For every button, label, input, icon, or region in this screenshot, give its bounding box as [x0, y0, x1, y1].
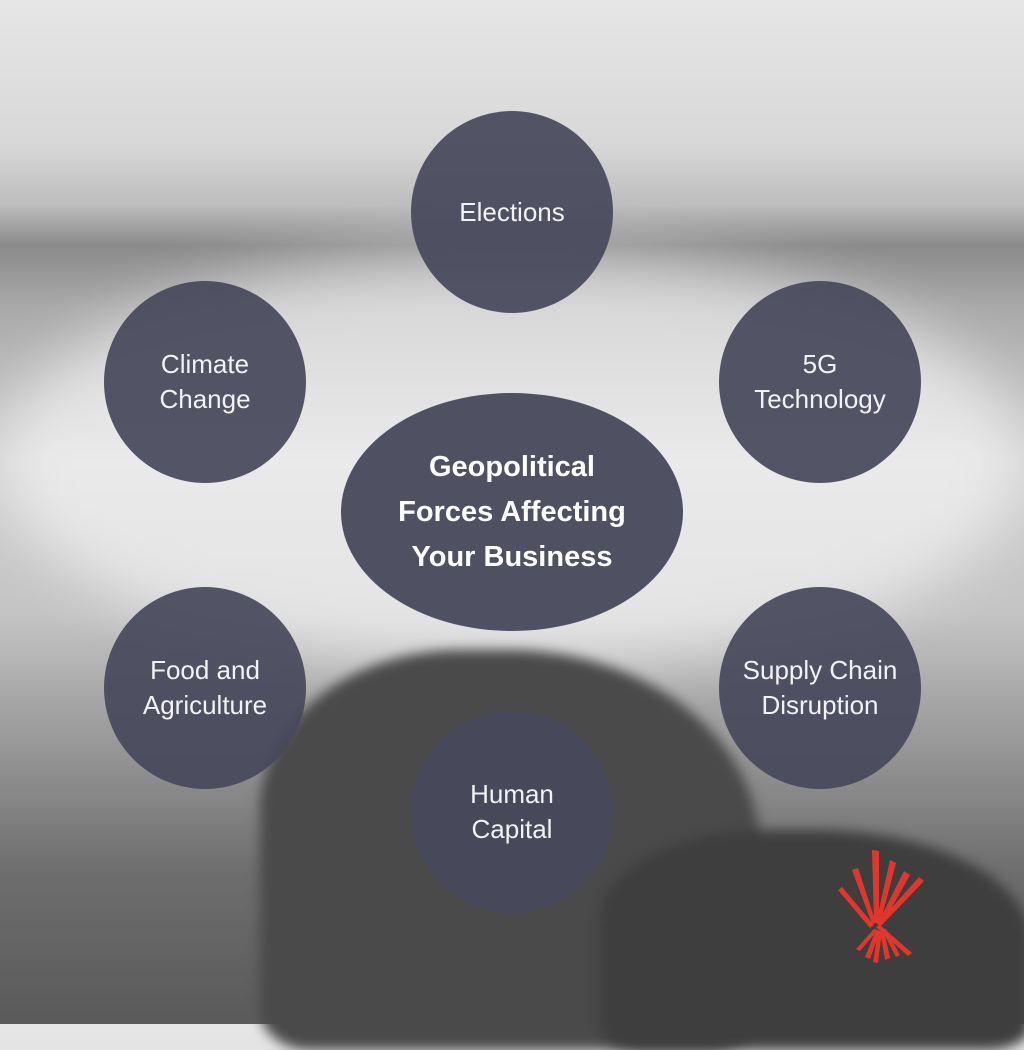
red-burst-logo-icon — [838, 850, 924, 963]
center-title: Geopolitical Forces Affecting Your Busin… — [341, 393, 683, 631]
node-climate-change: Climate Change — [104, 281, 306, 483]
node-5g-technology: 5G Technology — [719, 281, 921, 483]
node-supply-chain-disruption: Supply Chain Disruption — [719, 587, 921, 789]
node-food-and-agriculture: Food and Agriculture — [104, 587, 306, 789]
node-human-capital: Human Capital — [411, 711, 613, 913]
node-elections: Elections — [411, 111, 613, 313]
background-rock — [600, 830, 1024, 1050]
